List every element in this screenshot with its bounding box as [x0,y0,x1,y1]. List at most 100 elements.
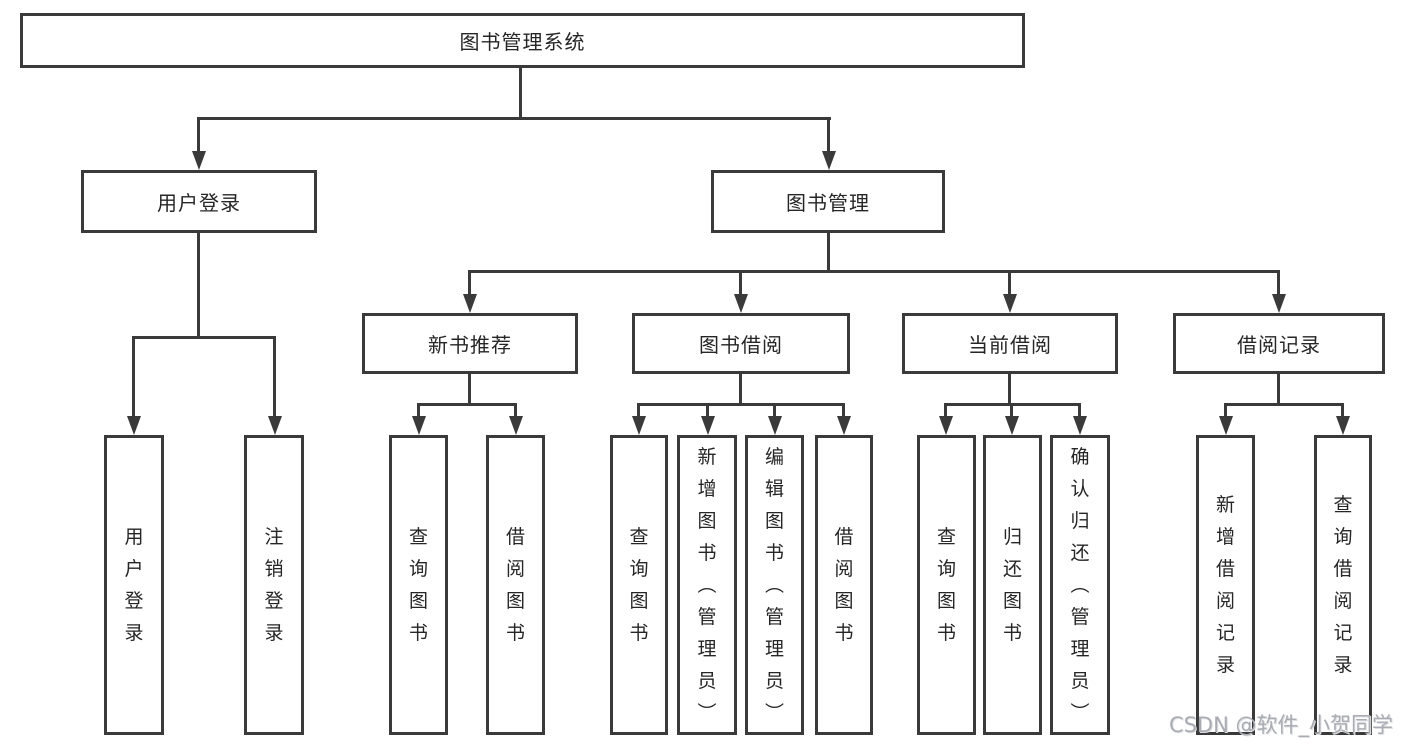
vertical-char: ︶ [1070,702,1090,724]
leaf-borrow-book: 借阅图书 [815,435,873,735]
connector-drop-leaf [273,336,276,418]
vertical-char: 理 [697,638,717,660]
vertical-char: 查 [936,526,956,548]
connector-drop-leaf [773,403,776,418]
leaf-add-borrow-record: 新增借阅记录 [1196,435,1255,735]
connector-drop-leaf [706,403,709,418]
arrow-down-icon [1272,294,1286,313]
vertical-char: 查 [1333,494,1353,516]
node-book-management: 图书管理 [711,170,945,233]
connector-user-login-stem [197,233,200,338]
vertical-char: 管 [697,606,717,628]
vertical-char: 阅 [834,558,854,580]
vertical-char: 书 [629,622,649,644]
arrow-down-icon [412,416,426,435]
node-borrow-record: 借阅记录 [1173,313,1385,374]
vertical-char: 书 [697,542,717,564]
vertical-char: 询 [936,558,956,580]
vertical-char: 销 [264,558,284,580]
vertical-char: 理 [1070,638,1090,660]
vertical-char: 询 [629,558,649,580]
arrow-down-icon [127,416,141,435]
vertical-char: 阅 [1333,590,1353,612]
vertical-char: 阅 [505,558,525,580]
arrow-down-icon [822,151,836,170]
arrow-down-icon [268,416,282,435]
connector-rail [417,403,517,406]
vertical-char: 阅 [1215,590,1235,612]
connector-rail [637,403,845,406]
connector-drop-leaf [132,336,135,418]
vertical-char: 认 [1070,478,1090,500]
connector-rail [1224,403,1343,406]
vertical-char: 记 [1215,622,1235,644]
connector-drop-leaf [637,403,640,418]
vertical-char: ︵ [764,574,784,596]
connector-stem [1008,374,1011,406]
connector-stem [739,374,742,406]
csdn-watermark: CSDN @软件_小贺同学 [1168,713,1393,737]
leaf-logout: 注销登录 [244,435,304,735]
connector-level3-rail [468,270,1280,273]
leaf-query-book-borrow: 查询图书 [610,435,668,735]
vertical-char: 编 [764,446,784,468]
vertical-char: 查 [408,526,428,548]
leaf-add-book-admin: 新增图书︵管理员︶ [677,435,737,735]
vertical-char: 理 [764,638,784,660]
vertical-char: 书 [505,622,525,644]
connector-level2-rail [197,117,831,120]
leaf-query-book-recommend: 查询图书 [389,435,448,735]
vertical-char: 记 [1333,622,1353,644]
node-user-login: 用户登录 [81,170,317,233]
vertical-char: 归 [1002,526,1022,548]
vertical-char: 用 [124,526,144,548]
arrow-down-icon [1336,416,1350,435]
arrow-down-icon [463,294,477,313]
node-new-book-recommend: 新书推荐 [362,313,578,374]
vertical-char: 图 [697,510,717,532]
vertical-char: 图 [764,510,784,532]
arrow-down-icon [734,294,748,313]
vertical-char: ︵ [1070,574,1090,596]
connector-stem [1277,374,1280,406]
leaf-return-book: 归还图书 [983,435,1042,735]
connector-drop-leaf [1010,403,1013,418]
vertical-char: 确 [1070,446,1090,468]
vertical-char: 录 [264,622,284,644]
vertical-char: 询 [1333,526,1353,548]
node-new-book-recommend-label: 新书推荐 [428,333,512,357]
connector-book-mgmt-stem [827,233,830,272]
vertical-char: 归 [1070,510,1090,532]
vertical-char: 录 [124,622,144,644]
vertical-char: 新 [697,446,717,468]
connector-drop-book-mgmt [827,117,830,153]
arrow-down-icon [632,416,646,435]
vertical-char: 管 [1070,606,1090,628]
node-book-borrow: 图书借阅 [632,313,850,374]
vertical-char: 图 [408,590,428,612]
arrow-down-icon [509,416,523,435]
arrow-down-icon [701,416,715,435]
connector-drop-leaf [842,403,845,418]
vertical-char: 户 [124,558,144,580]
connector-drop-leaf [417,403,420,418]
vertical-char: 还 [1070,542,1090,564]
connector-drop-leaf [1078,403,1081,418]
leaf-query-book-current: 查询图书 [917,435,976,735]
connector-stem [468,374,471,406]
vertical-char: 书 [764,542,784,564]
leaf-borrow-book-recommend: 借阅图书 [486,435,545,735]
node-book-borrow-label: 图书借阅 [699,333,783,357]
vertical-char: 增 [697,478,717,500]
connector-user-login-rail [132,336,276,339]
vertical-char: 增 [1215,526,1235,548]
node-root-label: 图书管理系统 [459,30,586,54]
leaf-edit-book-admin: 编辑图书︵管理员︶ [745,435,804,735]
arrow-down-icon [837,416,851,435]
vertical-char: 管 [764,606,784,628]
vertical-char: 员 [764,670,784,692]
vertical-char: 图 [505,590,525,612]
vertical-char: 新 [1215,494,1235,516]
leaf-query-borrow-record: 查询借阅记录 [1314,435,1372,735]
